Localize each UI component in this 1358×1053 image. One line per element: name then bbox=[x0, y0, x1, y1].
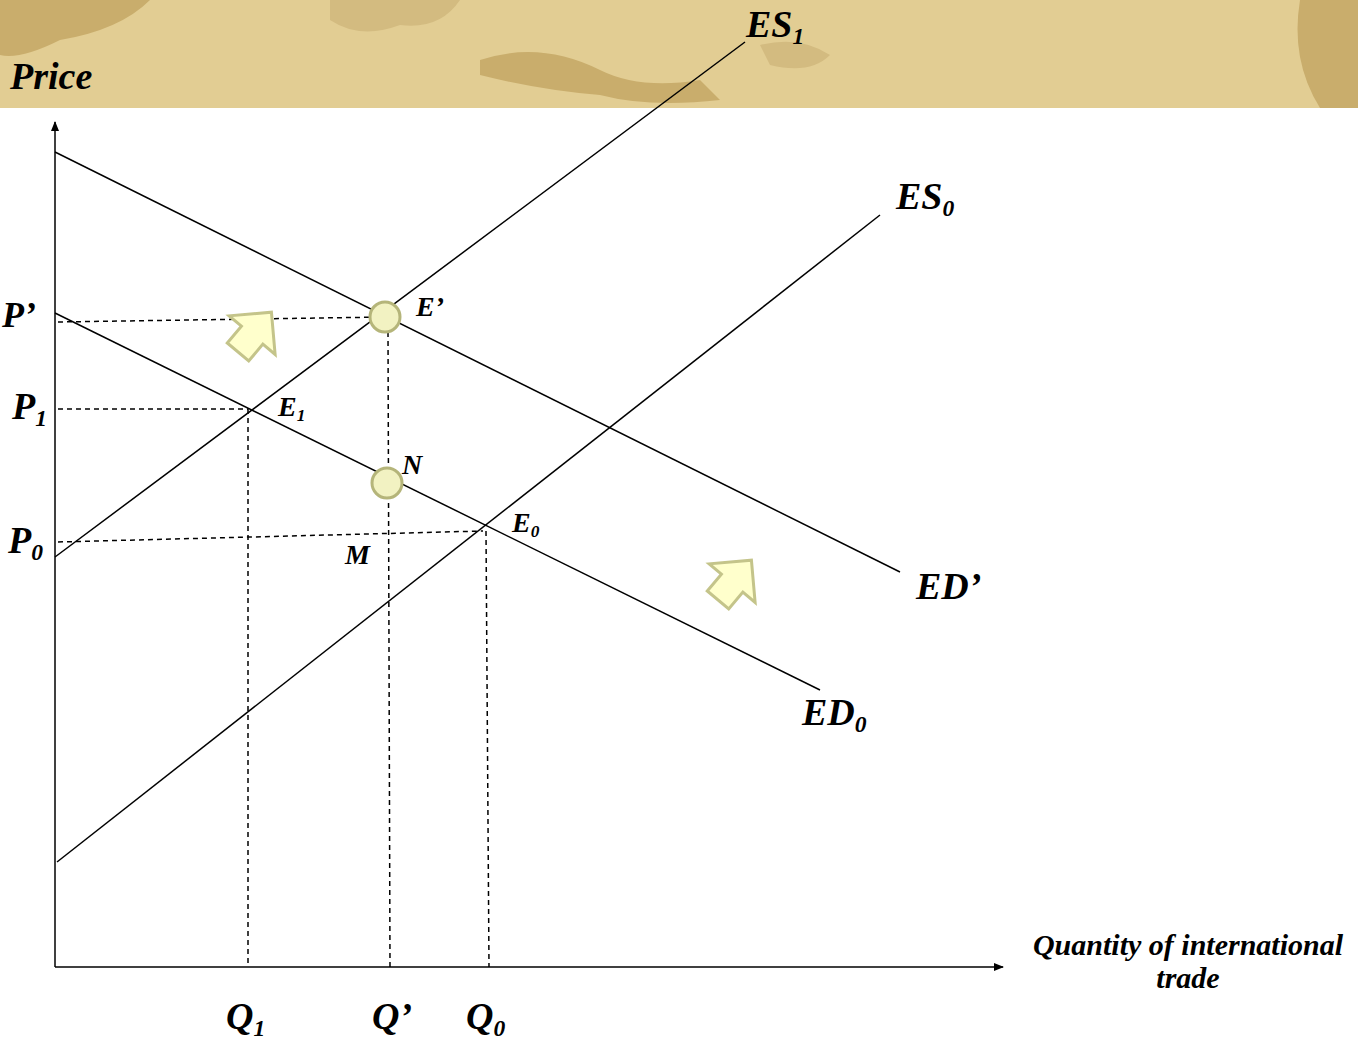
curves bbox=[55, 42, 900, 862]
point-label: E’ bbox=[416, 292, 444, 323]
shift-arrows bbox=[215, 293, 774, 619]
quantity-label: Q0 bbox=[466, 996, 505, 1042]
quantity-label: Q’ bbox=[372, 996, 412, 1038]
price-label: P0 bbox=[8, 520, 43, 566]
point-label: E0 bbox=[512, 508, 539, 541]
guide-lines bbox=[58, 317, 489, 967]
price-label: P’ bbox=[2, 296, 36, 336]
curve-label: ES1 bbox=[746, 4, 804, 50]
quantity-label: Q1 bbox=[226, 996, 265, 1042]
curve-label: ED’ bbox=[916, 566, 981, 608]
point-label: E1 bbox=[278, 392, 305, 425]
equilibrium-dots bbox=[370, 302, 402, 498]
point-label: N bbox=[402, 450, 422, 481]
curve-label: ES0 bbox=[896, 176, 954, 222]
axes bbox=[55, 122, 1003, 967]
price-label: P1 bbox=[12, 386, 47, 432]
point-label: M bbox=[345, 540, 370, 571]
curve-label: ED0 bbox=[802, 692, 867, 738]
axis-title: Quantity of international trade bbox=[1028, 928, 1348, 994]
axis-title: Price bbox=[10, 56, 92, 98]
